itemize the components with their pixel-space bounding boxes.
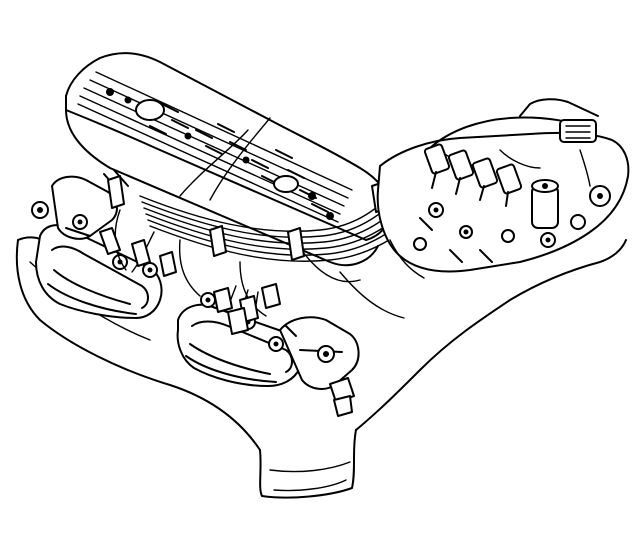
distributor-terminals	[423, 143, 523, 207]
left-exhaust-manifold	[31, 169, 163, 319]
detail-marks	[285, 217, 493, 337]
breather-cap	[273, 175, 299, 193]
right-plug-boots	[213, 283, 281, 335]
left-plug-boots	[99, 227, 177, 277]
valve-cover	[65, 52, 392, 267]
oil-cap	[135, 99, 165, 121]
right-exhaust-manifold	[176, 292, 360, 417]
